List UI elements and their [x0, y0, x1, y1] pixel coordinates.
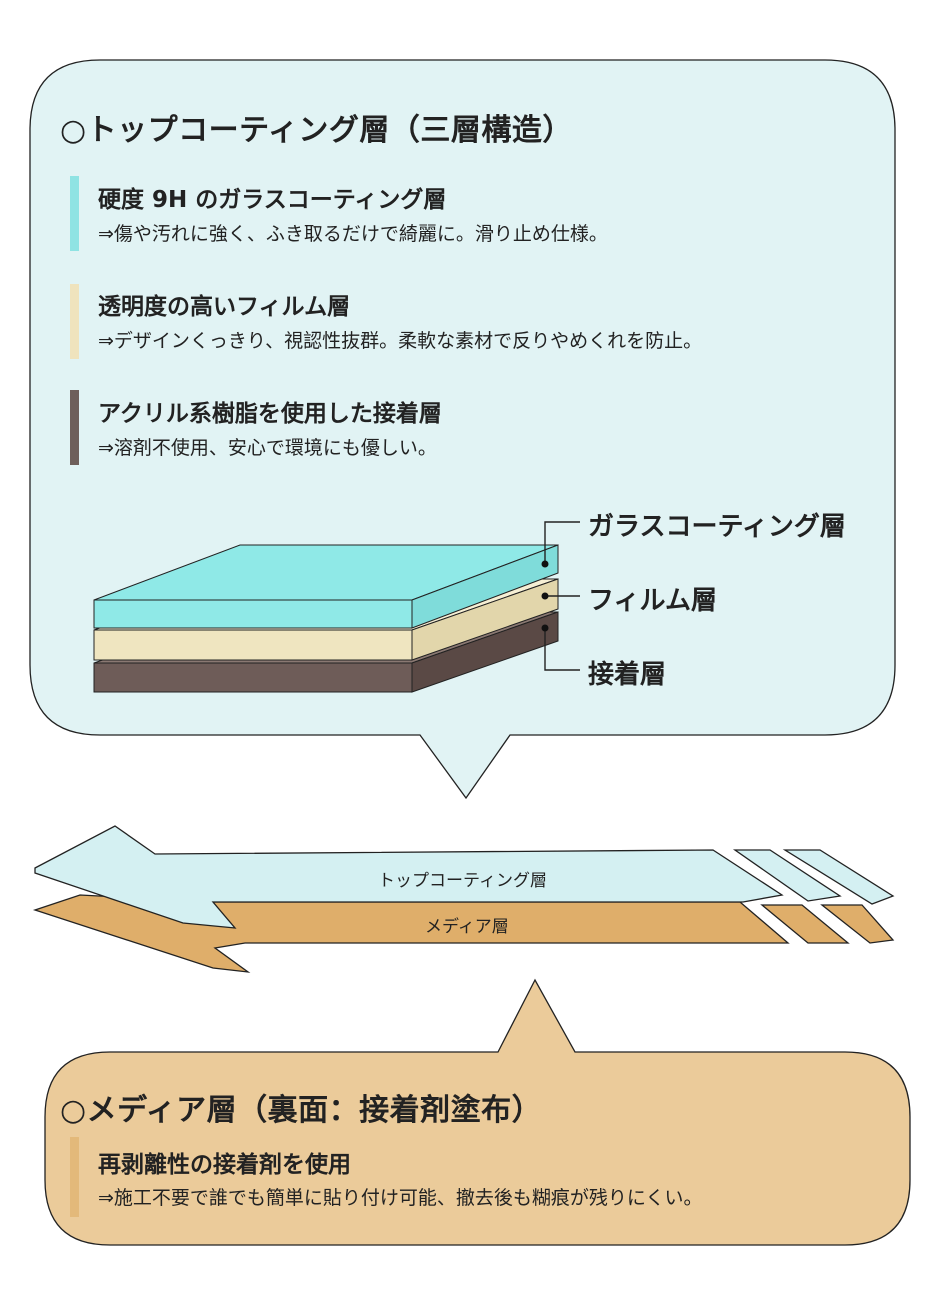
glass-layer-side	[411, 544, 559, 629]
film-color-bar	[70, 284, 79, 359]
bottom-panel-title: ○メディア層（裏面：接着剤塗布）	[60, 1093, 543, 1128]
adhesive-layer-front	[93, 662, 413, 693]
media-layer-strip-mid	[760, 904, 850, 944]
glass-leader-dot	[541, 560, 549, 568]
adhesive-layer-heading: アクリル系樹脂を使用した接着層	[98, 401, 442, 427]
top-coating-strip-mid	[732, 849, 842, 902]
media-layer-strip-label: メディア層	[425, 917, 509, 937]
adhesive-layer-desc: ⇒溶剤不使用、安心で環境にも優しい。	[98, 437, 437, 459]
glass-layer-desc: ⇒傷や汚れに強く、ふき取るだけで綺麗に。滑り止め仕様。	[98, 223, 608, 245]
peel-strips	[32, 825, 895, 973]
film-layer-desc: ⇒デザインくっきり、視認性抜群。柔軟な素材で反りやめくれを防止。	[98, 330, 703, 352]
adhesive-color-bar	[70, 390, 79, 465]
leader-lines	[544, 521, 580, 671]
film-layer-side	[411, 578, 559, 661]
top-coating-strip-label: トップコーティング層	[378, 871, 547, 891]
bottom-panel-bubble	[44, 978, 911, 1246]
adhesive-layer-label: 接着層	[588, 660, 667, 690]
top-panel-title: ○トップコーティング層（三層構造）	[60, 113, 573, 148]
glass-layer-label: ガラスコーティング層	[588, 512, 846, 542]
film-layer-label: フィルム層	[588, 586, 717, 616]
media-color-bar	[70, 1137, 79, 1217]
media-desc: ⇒施工不要で誰でも簡単に貼り付け可能、撤去後も糊痕が残りにくい。	[98, 1187, 703, 1209]
top-coating-strip-end	[782, 849, 895, 905]
layer-stack-diagram	[93, 544, 559, 693]
adhesive-layer-side	[411, 611, 559, 693]
film-leader-dot	[541, 592, 549, 600]
glass-color-bar	[70, 176, 79, 251]
glass-layer-heading: 硬度 9H のガラスコーティング層	[98, 187, 447, 213]
top-coating-strip	[34, 825, 784, 929]
film-layer-heading: 透明度の高いフィルム層	[98, 294, 351, 320]
adhesive-leader-dot	[541, 624, 549, 632]
film-layer-front	[93, 629, 413, 661]
media-heading: 再剥離性の接着剤を使用	[98, 1152, 351, 1178]
glass-layer-front	[93, 599, 413, 629]
media-layer-strip-end	[820, 904, 895, 944]
